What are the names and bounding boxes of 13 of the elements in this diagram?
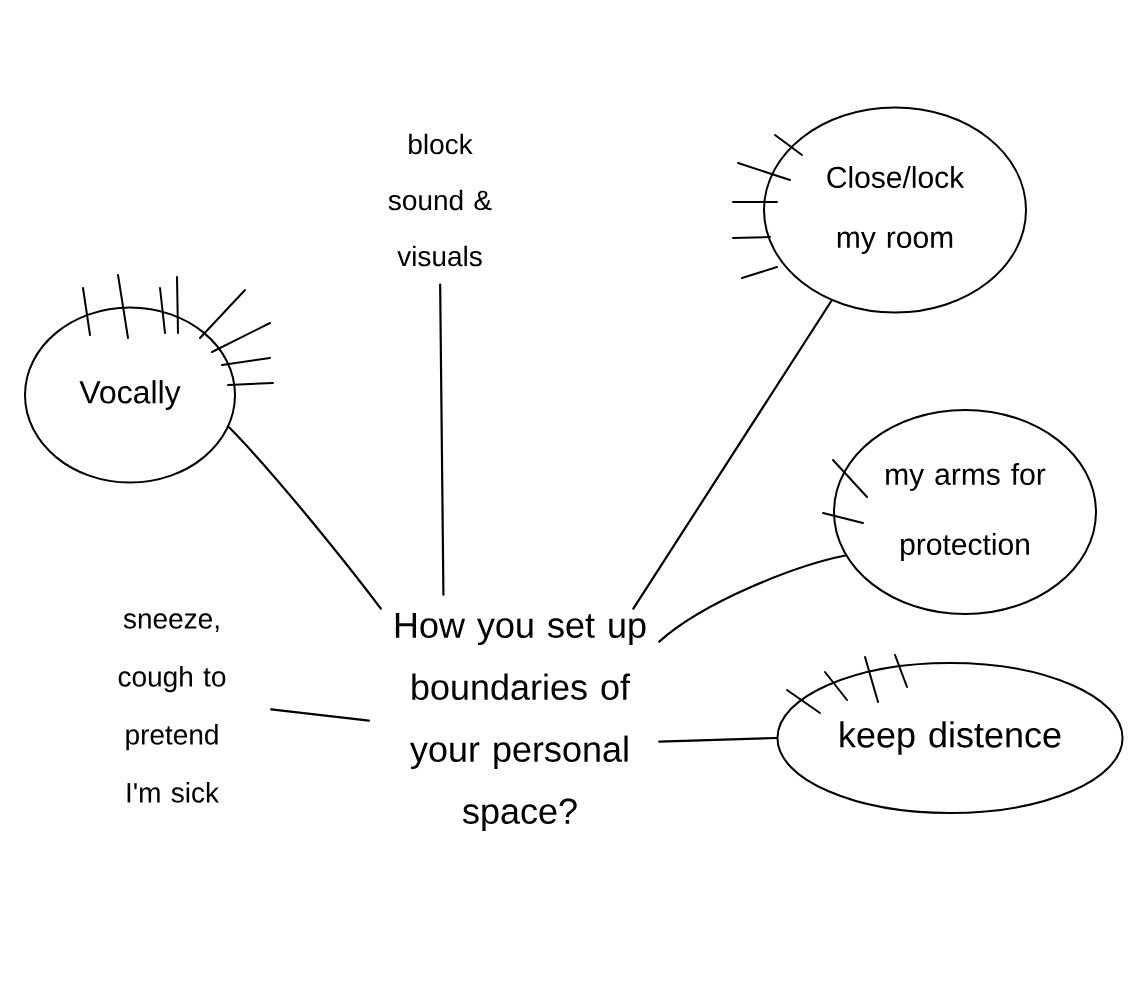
idea-bubble: Close/lock my room: [763, 106, 1027, 314]
connector-line: [658, 736, 778, 743]
idea-bubble: keep distence: [776, 662, 1124, 814]
connector-line: [658, 554, 847, 643]
connector-line: [632, 299, 833, 610]
connector-line: [270, 708, 370, 722]
idea-bubble: my arms for protection: [833, 409, 1097, 615]
idea-text: block sound & visuals: [388, 133, 492, 267]
connector-line: [227, 426, 382, 610]
topic-text: How you set up boundaries of your personal space?: [395, 612, 646, 832]
connector-line: [439, 283, 445, 596]
idea-text: sneeze, cough to pretend I'm sick: [118, 613, 226, 803]
idea-bubble: Vocally: [24, 306, 236, 484]
